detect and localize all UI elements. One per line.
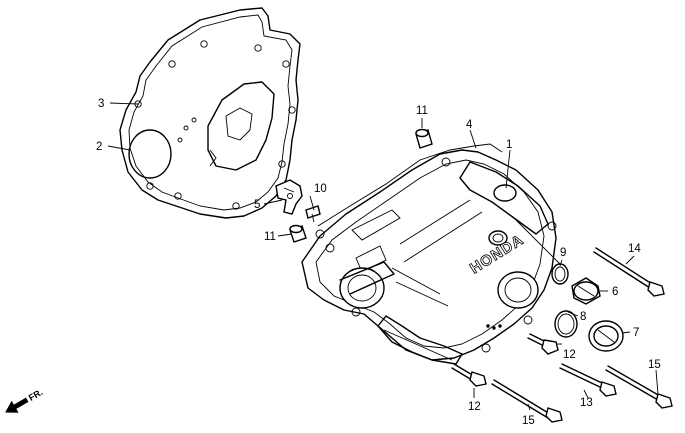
callout-11-upper: 11 [416, 105, 428, 117]
leader-lines [107, 102, 659, 411]
callout-1: 1 [506, 139, 512, 151]
dowel-pin-lower [289, 224, 307, 243]
callout-7: 7 [633, 327, 639, 339]
callout-15-left: 15 [522, 415, 535, 427]
callout-12-right: 12 [563, 349, 576, 361]
callout-12-left: 12 [468, 401, 481, 413]
bolt-15-left [491, 379, 563, 423]
callout-4: 4 [466, 119, 473, 131]
callout-5: 5 [254, 199, 260, 211]
front-direction-indicator: FR. [5, 387, 45, 413]
callout-2: 2 [96, 141, 102, 153]
callout-6: 6 [612, 286, 618, 298]
bolt-12-right [527, 333, 559, 355]
cover-gasket [119, 7, 301, 219]
callout-9: 9 [560, 247, 566, 259]
callout-13: 13 [580, 397, 593, 409]
front-arrow-icon [5, 397, 29, 413]
dowel-pin-upper [415, 128, 433, 149]
callout-8: 8 [580, 311, 586, 323]
callout-14: 14 [628, 243, 641, 255]
bolt-15-right [605, 365, 673, 409]
bolt-12-left [451, 363, 487, 387]
front-label: FR. [27, 387, 45, 403]
callout-11-lower: 11 [264, 231, 276, 243]
callout-10: 10 [314, 183, 327, 195]
bolt-13 [559, 363, 617, 397]
bolt-14 [593, 247, 665, 297]
clamp-bolt [305, 205, 321, 223]
timing-hole-cap [571, 277, 601, 305]
cable-clamp [275, 179, 303, 215]
left-crankcase-cover: HONDA [301, 143, 557, 365]
callout-3: 3 [98, 98, 104, 110]
crankshaft-hole-cap [588, 320, 624, 352]
o-ring-small [551, 263, 569, 285]
callout-15-right: 15 [648, 359, 661, 371]
o-ring-large [554, 310, 578, 338]
